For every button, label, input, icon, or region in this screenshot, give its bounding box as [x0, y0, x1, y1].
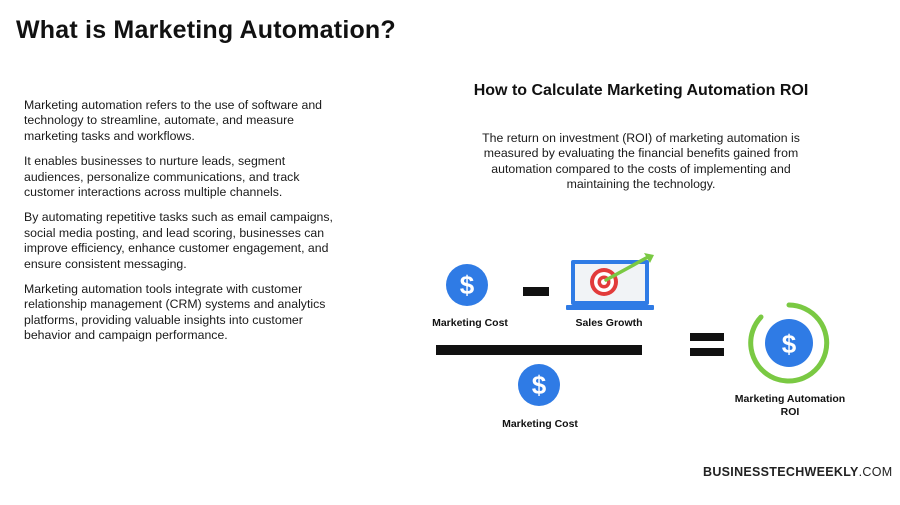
roi-ring-icon: $	[745, 299, 833, 387]
laptop-target-icon	[566, 253, 656, 313]
result-label-line2: ROI	[780, 406, 800, 418]
brand-name: BUSINESSTECHWEEKLY	[703, 465, 859, 479]
paragraph-2: It enables businesses to nurture leads, …	[24, 154, 300, 200]
denominator-label: Marketing Cost	[502, 418, 578, 430]
term2-label: Sales Growth	[575, 317, 643, 329]
dollar-sign-icon: $	[532, 371, 547, 399]
dollar-coin-icon: $	[446, 264, 488, 306]
minus-sign	[523, 287, 549, 296]
paragraph-1: Marketing automation refers to the use o…	[24, 98, 323, 143]
roi-section-title: How to Calculate Marketing Automation RO…	[473, 82, 809, 99]
svg-text:$: $	[532, 371, 547, 399]
equals-sign-top	[690, 333, 724, 341]
fraction-bar	[436, 345, 642, 355]
roi-section-description: The return on investment (ROI) of market…	[482, 131, 800, 192]
paragraph-4: Marketing automation tools integrate wit…	[24, 282, 326, 343]
svg-text:$: $	[782, 329, 797, 359]
paragraph-3: By automating repetitive tasks such as e…	[24, 210, 333, 271]
page-title: What is Marketing Automation?	[16, 16, 396, 44]
result-label: Marketing Automation ROI	[724, 393, 856, 419]
equals-sign-bottom	[690, 348, 724, 356]
dollar-coin-icon: $	[518, 364, 560, 406]
svg-text:$: $	[460, 271, 475, 299]
brand-watermark: BUSINESSTECHWEEKLY.COM	[703, 465, 893, 479]
left-text-column: Marketing automation refers to the use o…	[24, 98, 342, 354]
brand-suffix: .COM	[858, 465, 893, 479]
result-label-line1: Marketing Automation	[734, 393, 846, 405]
term1-label: Marketing Cost	[432, 317, 508, 329]
dollar-sign-icon: $	[460, 271, 475, 299]
